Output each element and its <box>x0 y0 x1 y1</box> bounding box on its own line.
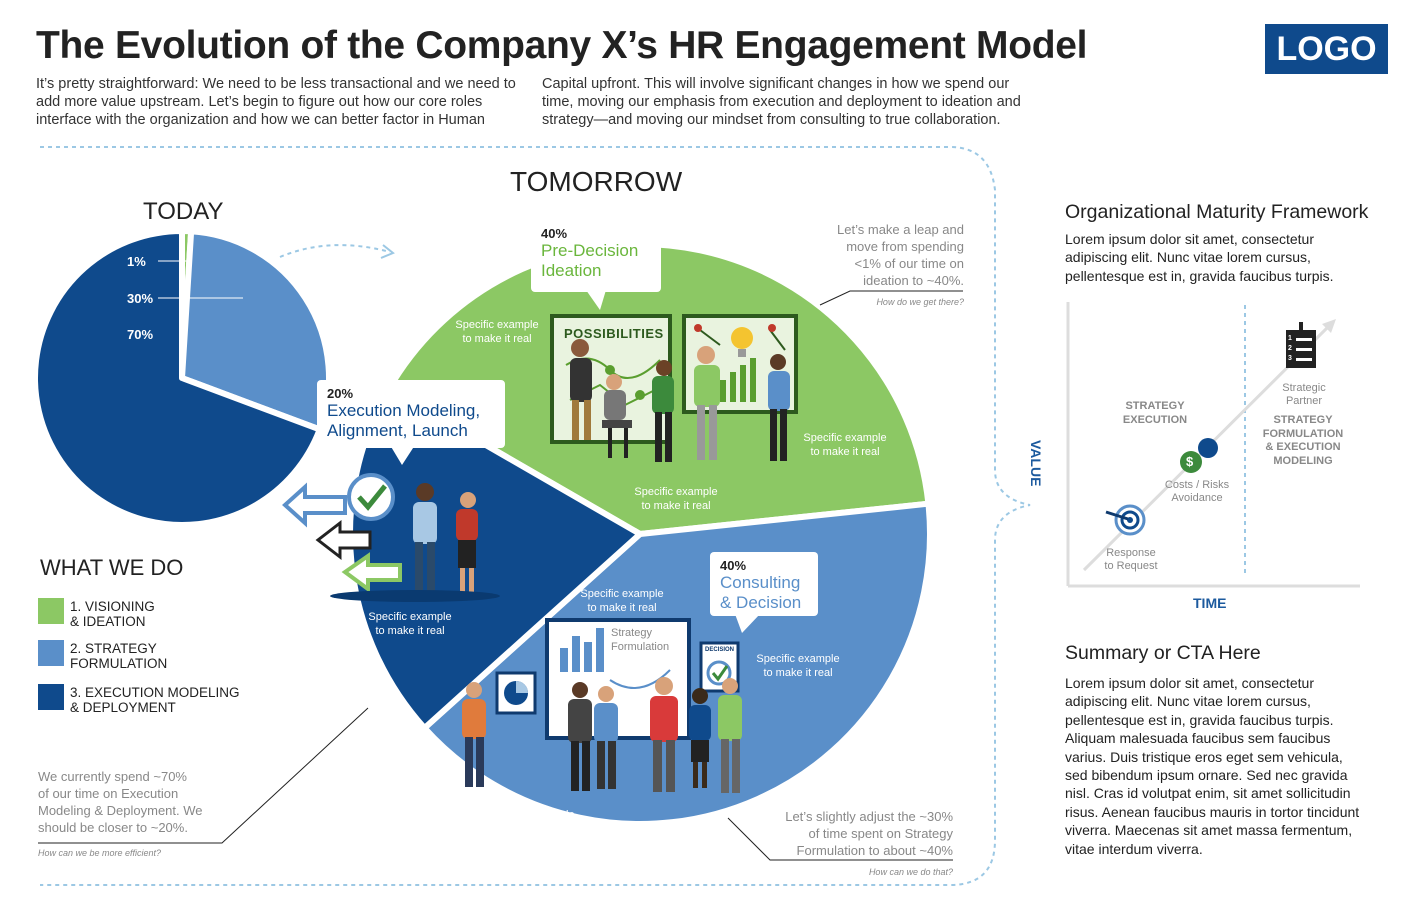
people-group-light <box>462 677 742 793</box>
checklist-num: 3 <box>1288 355 1292 362</box>
example-dark: Specific example to make it real <box>368 611 452 637</box>
tomorrow-title: TOMORROW <box>510 166 683 197</box>
note-line: of time spent on Strategy <box>808 826 953 841</box>
callout-name: Pre-Decision Ideation <box>541 241 639 280</box>
note-strategy: Let’s slightly adjust the ~30% of time s… <box>755 808 953 859</box>
legend-label: 1. VISIONING & IDEATION <box>70 599 155 629</box>
label-costs: Costs / Risks Avoidance <box>1164 479 1230 504</box>
example-light-2: Specific example to make it real <box>756 653 840 679</box>
legend-label: 3. EXECUTION MODELING & DEPLOYMENT <box>70 685 240 715</box>
people-group-green <box>570 339 790 462</box>
callout-name: Execution Modeling, Alignment, Launch <box>327 401 481 440</box>
note-line: Let’s slightly adjust the ~30% <box>785 809 953 824</box>
legend-swatch <box>38 640 64 666</box>
maturity-title: Organizational Maturity Framework <box>1065 201 1369 223</box>
label-strategy-execution: STRATEGY EXECUTION <box>1122 400 1188 426</box>
label-strategic-partner: Strategic Partner <box>1282 382 1326 407</box>
legend-label: 2. STRATEGY FORMULATION <box>70 641 168 671</box>
legend-swatch <box>38 598 64 624</box>
callout-pct: 20% <box>327 386 354 401</box>
arrows-illustration <box>282 473 402 593</box>
note-line: ideation to ~40%. <box>863 273 964 288</box>
summary-body: Lorem ipsum dolor sit amet, consectetur … <box>1065 675 1360 857</box>
dollar-icon: $ <box>1186 454 1194 469</box>
leader-green <box>819 290 963 306</box>
time-axis-label: TIME <box>1193 595 1227 611</box>
legend-item-strategy: 2. STRATEGY FORMULATION <box>38 640 167 671</box>
callout-pct: 40% <box>541 226 568 241</box>
logo: LOGO <box>1265 24 1388 74</box>
leader-execution <box>38 707 369 844</box>
today-pie-slice-3 <box>32 228 323 528</box>
dotted-frame <box>40 146 1031 886</box>
value-axis-label: VALUE <box>1028 440 1044 486</box>
people-pair-dark <box>330 483 500 602</box>
example-green-2: Specific example to make it real <box>803 432 887 458</box>
example-light-3: Specific example to make it real <box>491 809 575 835</box>
example-light-1: Specific example to make it real <box>580 588 664 614</box>
note-strategy-ask: How can we do that? <box>868 867 953 877</box>
checklist-num: 1 <box>1288 335 1292 342</box>
today-pie <box>32 227 332 528</box>
note-green-ask: How do we get there? <box>876 297 964 307</box>
today-title: TODAY <box>143 198 224 225</box>
pie-card-icon <box>495 671 537 715</box>
maturity-body: Lorem ipsum dolor sit amet, consectetur … <box>1065 231 1334 284</box>
intro-right: Capital upfront. This will involve signi… <box>542 76 1021 128</box>
callout-consulting: 40% Consulting & Decision <box>710 552 818 616</box>
label-strategy-formulation: STRATEGY FORMULATION & EXECUTION MODELIN… <box>1262 414 1344 467</box>
maturity-chart <box>1066 302 1360 588</box>
note-execution: We currently spend ~70% of our time on E… <box>38 768 238 836</box>
note-line: should be closer to ~20%. <box>38 820 188 835</box>
page-title: The Evolution of the Company X’s HR Enga… <box>36 24 1088 67</box>
note-line: Let’s make a leap and <box>837 222 964 237</box>
decision-label: DECISION <box>705 647 735 653</box>
note-line: Modeling & Deployment. We <box>38 803 203 818</box>
today-pct-dark: 70% <box>127 327 154 342</box>
callout-pre-decision: 40% Pre-Decision Ideation <box>531 220 661 292</box>
checklist-num: 2 <box>1288 345 1292 352</box>
what-we-do-title: WHAT WE DO <box>40 555 184 580</box>
summary-title: Summary or CTA Here <box>1065 642 1261 664</box>
callout-execution: 20% Execution Modeling, Alignment, Launc… <box>317 380 505 448</box>
flow-arrow <box>279 244 391 258</box>
callout-pct: 40% <box>720 558 747 573</box>
callout-pointer-green <box>586 290 606 310</box>
axis-text: VALUE <box>1028 440 1044 487</box>
possibilities-label: POSSIBILITIES <box>564 326 664 341</box>
callout-name: Consulting & Decision <box>720 573 802 612</box>
note-line: of our time on Execution <box>38 786 179 801</box>
note-line: Formulation to about ~40% <box>796 843 953 858</box>
leader-strategy <box>727 817 953 861</box>
note-line: <1% of our time on <box>854 256 964 271</box>
note-execution-ask: How can we be more efficient? <box>38 848 162 858</box>
example-green-1: Specific example to make it real <box>455 319 539 345</box>
today-pct-green: 1% <box>127 254 146 269</box>
intro-left: It’s pretty straightforward: We need to … <box>36 76 516 128</box>
today-pct-light: 30% <box>127 291 154 306</box>
legend-item-visioning: 1. VISIONING & IDEATION <box>38 598 155 629</box>
example-green-3: Specific example to make it real <box>634 486 718 512</box>
legend-item-execution: 3. EXECUTION MODELING & DEPLOYMENT <box>38 684 240 715</box>
strategy-board-label: Strategy Formulation <box>611 627 670 653</box>
checklist-icon: 1 2 3 <box>1288 334 1292 364</box>
note-line: move from spending <box>846 239 964 254</box>
callout-pointer-light <box>735 614 760 633</box>
label-response: Response to Request <box>1104 547 1158 572</box>
note-green: Let’s make a leap and move from spending… <box>800 221 964 289</box>
callout-pointer-dark <box>390 445 415 465</box>
legend-swatch <box>38 684 64 710</box>
note-line: We currently spend ~70% <box>38 769 187 784</box>
